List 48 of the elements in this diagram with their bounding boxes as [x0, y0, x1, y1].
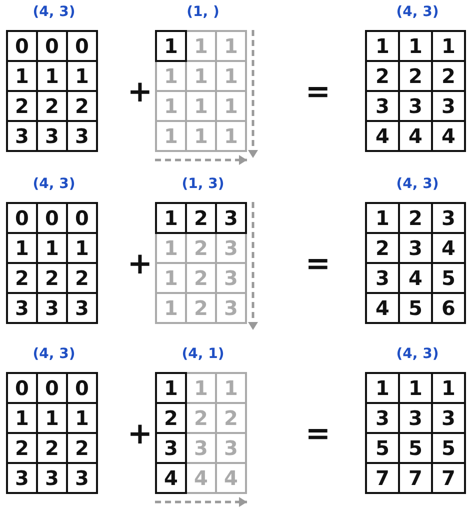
plus-sign: +: [127, 416, 153, 452]
table-cell: 1: [215, 120, 247, 152]
table-cell: 0: [66, 30, 98, 62]
plus-sign: +: [127, 74, 153, 110]
table-cell: 7: [365, 462, 400, 494]
equals-sign: =: [305, 246, 331, 282]
shape-label: (4, 3): [32, 176, 76, 192]
table-cell: 1: [431, 30, 466, 62]
table-cell: 3: [431, 202, 466, 234]
table-cell: 3: [215, 202, 247, 234]
table-cell: 4: [155, 462, 187, 494]
shape-label: (1, ): [186, 4, 220, 20]
table-cell: 0: [66, 372, 98, 404]
shape-label: (4, 1): [182, 346, 224, 362]
shape-label: (4, 3): [396, 4, 439, 20]
table-cell: 1: [431, 372, 466, 404]
table-cell: 4: [431, 120, 466, 152]
shape-label: (4, 3): [396, 346, 439, 362]
table-cell: 3: [66, 292, 98, 324]
table-cell: 1: [155, 30, 187, 62]
table-cell: 3: [155, 432, 187, 464]
table-cell: 3: [215, 292, 247, 324]
shape-label: (4, 3): [32, 4, 76, 20]
table-cell: 3: [66, 462, 98, 494]
table-cell: 3: [66, 120, 98, 152]
table-cell: 6: [431, 292, 466, 324]
table-cell: 1: [215, 372, 247, 404]
shape-label: (4, 3): [32, 346, 76, 362]
table-cell: 2: [155, 402, 187, 434]
table-cell: 1: [155, 372, 187, 404]
plus-sign: +: [127, 246, 153, 282]
table-cell: 3: [6, 462, 38, 494]
table-cell: 1: [155, 120, 187, 152]
table-cell: 3: [6, 120, 38, 152]
table-cell: 7: [431, 462, 466, 494]
table-cell: 1: [155, 292, 187, 324]
table-cell: 2: [185, 202, 217, 234]
table-cell: 4: [215, 462, 247, 494]
equals-sign: =: [305, 416, 331, 452]
table-cell: 4: [365, 292, 400, 324]
table-cell: 1: [155, 202, 187, 234]
shape-label: (4, 3): [396, 176, 439, 192]
table-cell: 1: [215, 30, 247, 62]
table-cell: 0: [66, 202, 98, 234]
shape-label: (1, 3): [182, 176, 224, 192]
equals-sign: =: [305, 74, 331, 110]
table-cell: 3: [6, 292, 38, 324]
table-cell: 4: [365, 120, 400, 152]
